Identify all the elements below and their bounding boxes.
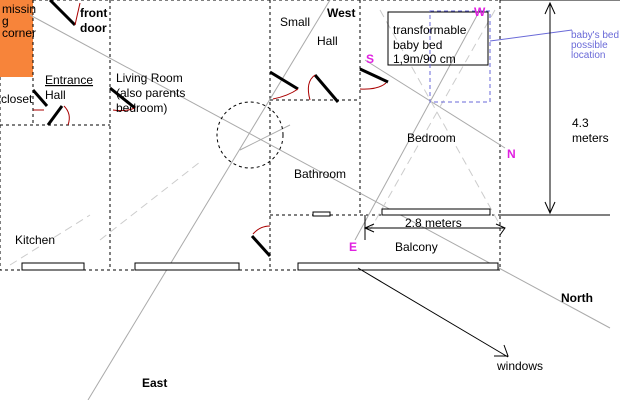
west-label: West <box>327 6 355 20</box>
baby-bed-box <box>387 11 489 66</box>
entrance-hall-label: Entrance <box>45 73 93 87</box>
front-door-label: front <box>80 6 107 20</box>
compass-e-label: E <box>349 240 357 254</box>
compass-w-label: W <box>474 5 486 19</box>
compass-n-label: N <box>507 147 516 161</box>
height-label: 4.3 <box>572 116 589 130</box>
doors <box>31 0 389 258</box>
width-dimension <box>363 215 506 240</box>
front-door-label: door <box>80 21 107 35</box>
corner-label: corner <box>2 26 36 40</box>
living-room-label: (also parents <box>116 86 185 100</box>
compass-circle <box>216 101 284 169</box>
small-hall-label: Hall <box>317 34 338 48</box>
bed-note-label: baby's bed <box>571 30 619 41</box>
bed-label: 1,9m/90 cm <box>393 52 456 66</box>
windows-label: windows <box>496 359 543 373</box>
width-label: 2.8 meters <box>405 216 462 230</box>
entrance-hall-label: Hall <box>45 88 66 102</box>
kitchen-label: Kitchen <box>15 233 55 247</box>
living-room-label: bedroom) <box>116 101 167 115</box>
east-label: East <box>142 376 167 390</box>
living-room-label: Living Room <box>116 71 183 85</box>
north-label: North <box>561 291 593 305</box>
height-label: meters <box>572 131 609 145</box>
bed-note-label: location <box>571 50 605 61</box>
height-dimension <box>500 0 620 216</box>
bed-location-box <box>429 10 491 103</box>
windows <box>21 208 499 271</box>
balcony-label: Balcony <box>395 240 438 254</box>
bed-label: transformable <box>393 23 467 37</box>
bedroom-label: Bedroom <box>407 131 456 145</box>
orientation-lines <box>9 0 611 400</box>
corner-label: missin <box>2 2 36 16</box>
bed-note-pointer <box>489 29 573 42</box>
bed-label: baby bed <box>393 38 442 52</box>
closet-label: closet <box>1 92 33 106</box>
missing-corner-block <box>0 0 33 77</box>
bathroom-label: Bathroom <box>294 167 346 181</box>
small-hall-label: Small <box>280 15 310 29</box>
windows-pointer <box>357 267 509 358</box>
compass-s-label: S <box>366 52 374 66</box>
corner-label: g <box>2 14 9 28</box>
bed-note-label: possible <box>571 40 608 51</box>
